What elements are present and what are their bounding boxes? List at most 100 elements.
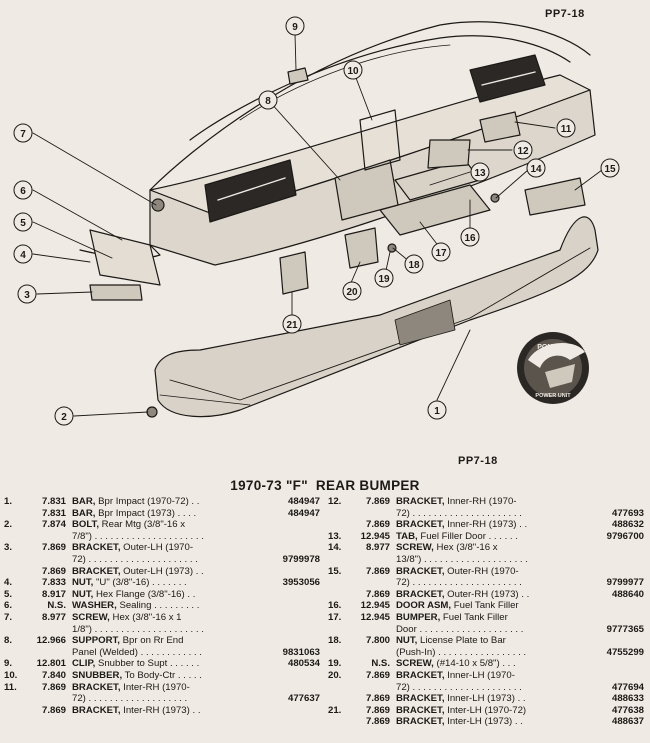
part-description: Door . . . . . . . . . . . . . . . . . .… <box>396 624 594 636</box>
page-title: 1970-73 "F"REAR BUMPER <box>0 478 650 493</box>
page-code-top: PP7-18 <box>545 8 585 20</box>
part-detail: 72) . . . . . . . . . . . . . . . . . . … <box>396 507 522 519</box>
part-number: 484947 <box>287 507 320 519</box>
svg-text:19: 19 <box>378 274 390 285</box>
group-number: 12.801 <box>36 658 66 670</box>
exploded-diagram: 1 2 3 4 5 6 7 8 9 10 11 12 13 14 15 16 1… <box>13 16 620 426</box>
part-description: 72) . . . . . . . . . . . . . . . . . . … <box>396 508 594 520</box>
part-name: BRACKET, <box>72 681 121 693</box>
callout-14: 14 <box>526 158 546 178</box>
parts-row: 7/8") . . . . . . . . . . . . . . . . . … <box>4 531 320 543</box>
part-description: SCREW, Hex (3/8"-16 x 1 <box>72 612 270 624</box>
inter-lh-bracket <box>279 251 309 295</box>
callout-1: 1 <box>427 400 447 420</box>
part-description: Panel (Welded) . . . . . . . . . . . . <box>72 647 270 659</box>
part-detail: Snubber to Supt . . . . . . <box>95 658 200 670</box>
item-number: 20. <box>328 669 342 681</box>
parts-row: 7.869 BRACKET, Outer-LH (1973) . . <box>4 566 320 578</box>
part-detail: Inter-RH (1973) . . <box>120 704 201 716</box>
group-number: 7.869 <box>41 681 66 693</box>
group-number: 7.869 <box>365 496 390 507</box>
part-description: 1/8") . . . . . . . . . . . . . . . . . … <box>72 624 270 636</box>
item-number: 13. <box>328 530 342 542</box>
outer-lh-bracket <box>89 284 143 301</box>
part-number: 488637 <box>611 716 644 728</box>
group-number: 7.833 <box>41 577 66 589</box>
callout-3: 3 <box>17 284 37 304</box>
callout-16: 16 <box>460 227 480 247</box>
item-number: 3. <box>4 542 13 554</box>
parts-row: 6.N.S.WASHER, Sealing . . . . . . . . . <box>4 600 320 612</box>
part-detail: Outer-RH (1970- <box>444 565 519 577</box>
group-number: 8.917 <box>41 588 66 600</box>
part-detail: Fuel Tank Filler <box>440 611 508 623</box>
callout-8: 8 <box>258 90 278 110</box>
item-number: 4. <box>4 577 13 589</box>
fuel-door-assembly <box>379 184 491 236</box>
group-number: 12.966 <box>36 635 66 647</box>
item-number: 12. <box>328 496 342 507</box>
part-name: SCREW, <box>72 611 110 623</box>
part-number: 9831063 <box>282 646 320 658</box>
part-name: BRACKET, <box>396 496 445 507</box>
group-number: 7.831 <box>41 496 66 507</box>
group-number: 7.869 <box>41 565 66 577</box>
part-detail: Inner-RH (1973) . . <box>444 519 528 531</box>
group-number: 7.800 <box>365 635 390 647</box>
svg-text:1: 1 <box>434 406 440 417</box>
svg-text:16: 16 <box>464 233 476 244</box>
svg-text:18: 18 <box>408 260 420 271</box>
part-detail: Bpr Impact (1973) . . . . <box>95 507 197 519</box>
title-section: REAR BUMPER <box>315 478 420 493</box>
parts-row: 1/8") . . . . . . . . . . . . . . . . . … <box>4 624 320 636</box>
part-description: NUT, License Plate to Bar <box>396 635 594 647</box>
part-number: 9799978 <box>282 553 320 565</box>
group-number: 7.869 <box>365 716 390 728</box>
part-description: 72) . . . . . . . . . . . . . . . . . . … <box>396 682 594 694</box>
part-name: BRACKET, <box>396 519 445 531</box>
part-name: SCREW, <box>396 542 434 554</box>
parts-row: Door . . . . . . . . . . . . . . . . . .… <box>328 624 644 636</box>
group-number: N.S. <box>371 658 390 670</box>
bumper-bar <box>154 216 599 418</box>
part-detail: 72) . . . . . . . . . . . . . . . . . . … <box>396 681 522 693</box>
part-description: BRACKET, Inner-RH (1973) . . <box>396 519 594 531</box>
inner-rh-bracket <box>427 139 471 169</box>
svg-text:17: 17 <box>435 248 447 259</box>
svg-text:8: 8 <box>265 96 271 107</box>
part-detail: Outer-RH (1973) . . <box>444 588 530 600</box>
part-detail: Outer-LH (1970- <box>120 542 194 554</box>
svg-text:5: 5 <box>20 218 26 229</box>
part-number: 488632 <box>611 519 644 531</box>
part-description: BUMPER, Fuel Tank Filler <box>396 612 594 624</box>
part-description: 72) . . . . . . . . . . . . . . . . . . … <box>396 577 594 589</box>
part-detail: License Plate to Bar <box>417 635 506 647</box>
group-number: 7.869 <box>365 704 390 716</box>
parts-row: 72) . . . . . . . . . . . . . . . . . . … <box>4 554 320 566</box>
parts-row: 13/8") . . . . . . . . . . . . . . . . .… <box>328 554 644 566</box>
part-description: CLIP, Snubber to Supt . . . . . . <box>72 658 270 670</box>
part-description: BRACKET, Inner-LH (1973) . . <box>396 693 594 705</box>
part-description: BRACKET, Outer-LH (1970- <box>72 542 270 554</box>
callout-11: 11 <box>556 118 576 138</box>
part-description: BRACKET, Outer-RH (1973) . . <box>396 589 594 601</box>
item-number: 17. <box>328 611 342 623</box>
part-detail: 13/8") . . . . . . . . . . . . . . . . .… <box>396 553 528 565</box>
part-detail: Inter-LH (1970-72) <box>444 704 527 716</box>
part-description: BRACKET, Outer-LH (1973) . . <box>72 566 270 578</box>
part-description: BRACKET, Inter-RH (1973) . . <box>72 705 270 717</box>
part-number: 477638 <box>611 704 644 716</box>
callout-19: 19 <box>374 268 394 288</box>
callout-13: 13 <box>470 162 490 182</box>
callout-7: 7 <box>13 123 33 143</box>
part-number: 488640 <box>611 588 644 600</box>
part-detail: 72) . . . . . . . . . . . . . . . . . . … <box>396 577 522 589</box>
part-description: 7/8") . . . . . . . . . . . . . . . . . … <box>72 531 270 543</box>
group-number: 8.977 <box>365 542 390 554</box>
